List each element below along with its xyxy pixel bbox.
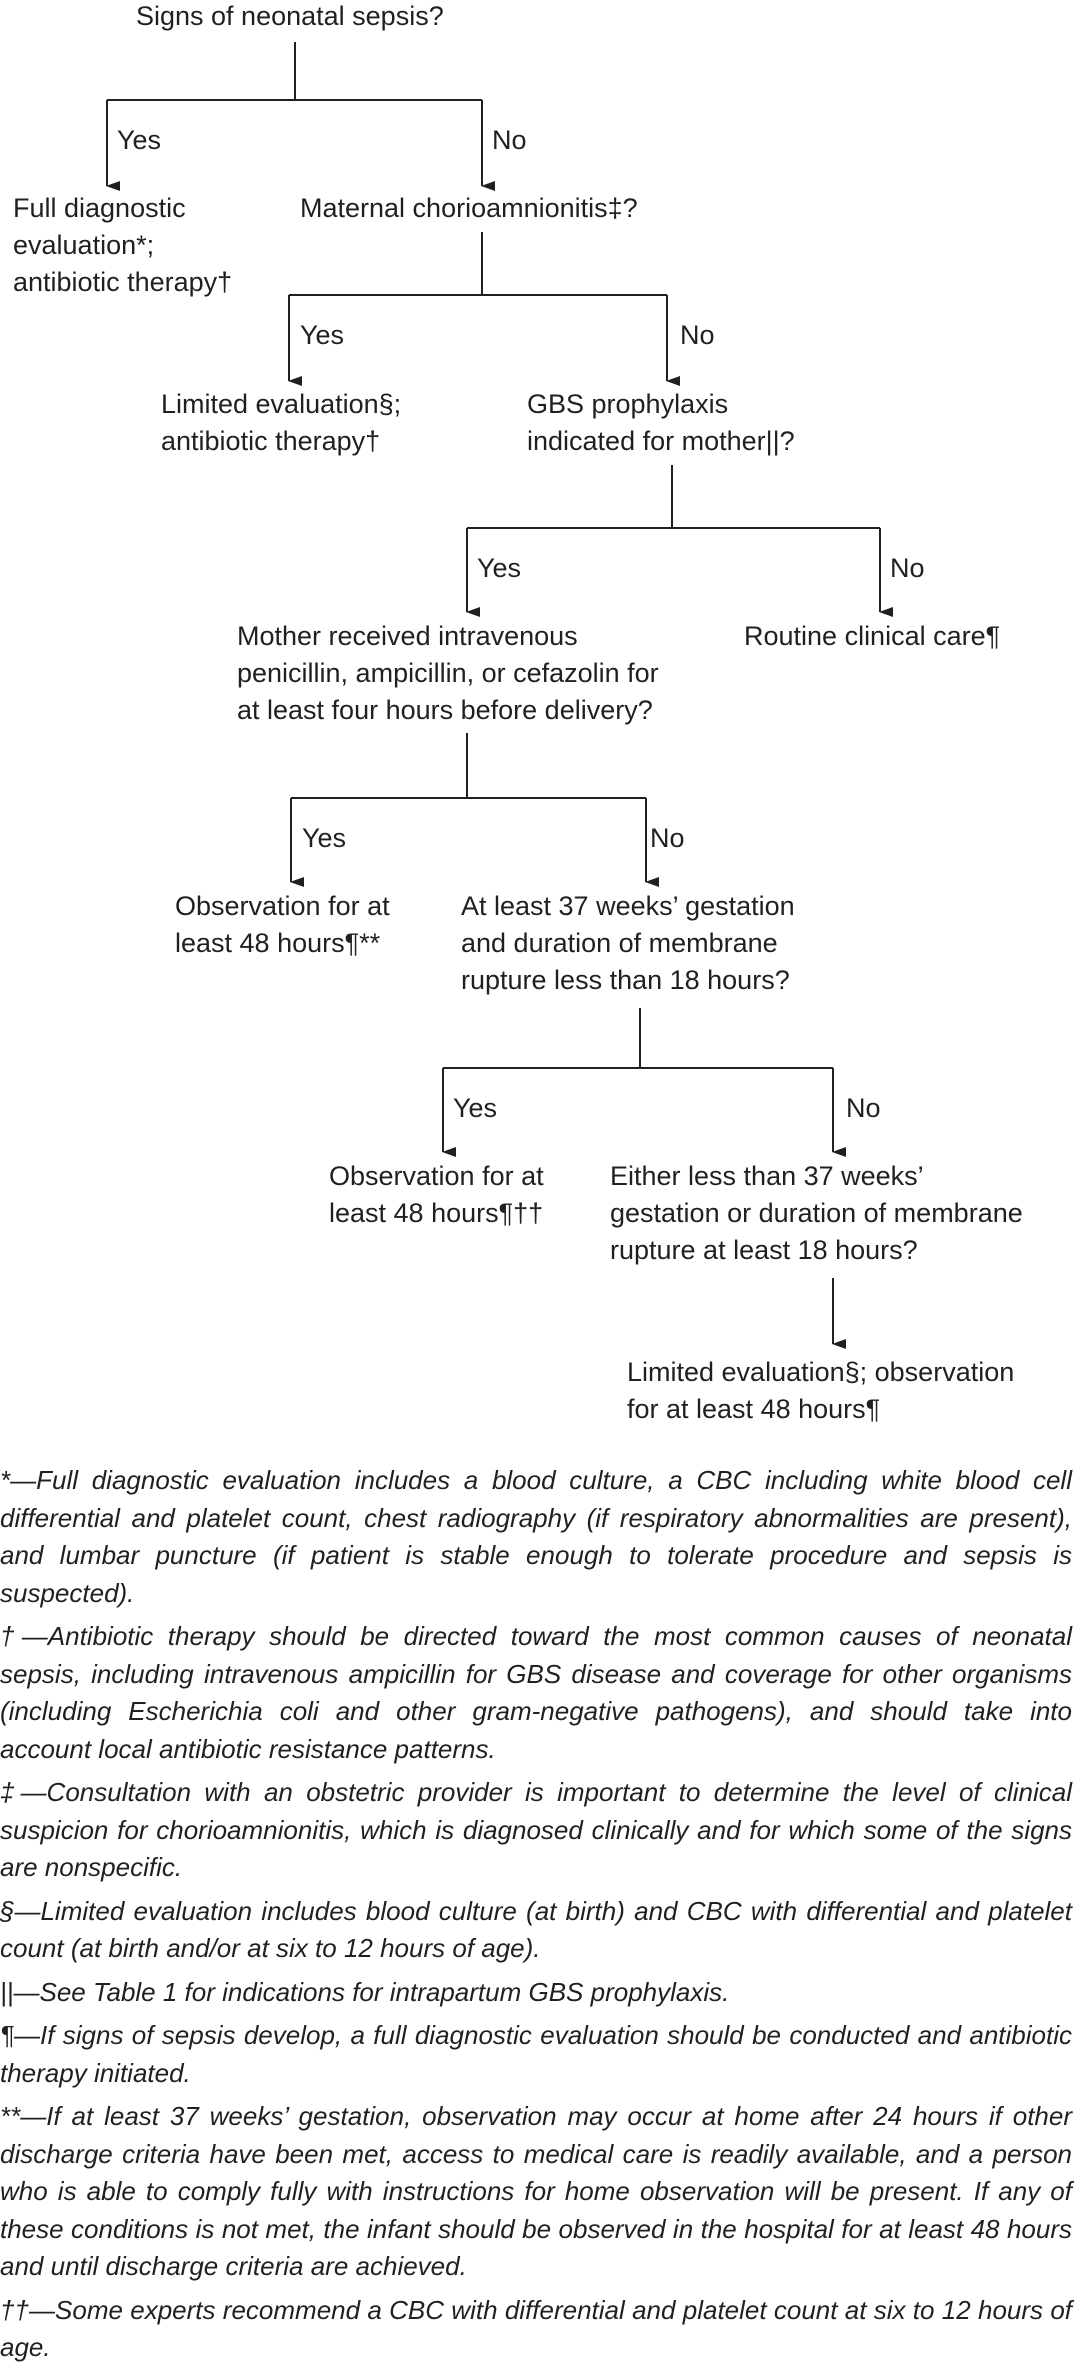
edge-label-yes: Yes <box>453 1093 498 1123</box>
node-37-weeks-gestation-question: At least 37 weeks’ gestation and duratio… <box>461 891 795 995</box>
footnote-chorioamnionitis: ‡—Consultation with an obstetric provide… <box>0 1777 1072 1882</box>
connector-iv <box>291 733 646 799</box>
footnotes: *—Full diagnostic evaluation includes a … <box>0 1462 1072 2373</box>
node-full-diagnostic-evaluation: Full diagnostic evaluation*; antibiotic … <box>13 193 233 297</box>
footnote-home-observation: **—If at least 37 weeks’ gestation, obse… <box>0 2101 1072 2281</box>
edge-label-no: No <box>846 1093 881 1123</box>
node-observation-48h-first: Observation for at least 48 hours¶** <box>175 891 390 958</box>
connector-chorio <box>289 232 667 296</box>
connector-sepsis <box>107 42 482 101</box>
node-mother-received-iv-antibiotics: Mother received intravenous penicillin, … <box>237 621 659 725</box>
footnote-signs-of-sepsis: ¶—If signs of sepsis develop, a full dia… <box>0 2020 1072 2088</box>
node-limited-evaluation-observation: Limited evaluation§; observation for at … <box>627 1357 1015 1424</box>
flowchart-connectors <box>106 42 893 1349</box>
node-routine-clinical-care: Routine clinical care¶ <box>744 621 1001 651</box>
footnote-antibiotic-therapy: †—Antibiotic therapy should be directed … <box>0 1621 1072 1764</box>
edge-label-no: No <box>492 125 527 155</box>
edge-label-yes: Yes <box>302 823 347 853</box>
flowchart: Signs of neonatal sepsis? Full diagnosti… <box>13 1 1023 1424</box>
edge-label-yes: Yes <box>117 125 162 155</box>
edge-label-yes: Yes <box>300 320 345 350</box>
node-maternal-chorioamnionitis: Maternal chorioamnionitis‡? <box>300 193 638 223</box>
edge-label-no: No <box>680 320 715 350</box>
footnote-gbs-prophylaxis: ||—See Table 1 for indications for intra… <box>0 1976 730 2007</box>
footnote-full-diagnostic-evaluation: *—Full diagnostic evaluation includes a … <box>0 1465 1072 1608</box>
footnote-limited-evaluation: §—Limited evaluation includes blood cult… <box>0 1895 1072 1964</box>
node-less-than-37-weeks-question: Either less than 37 weeks’ gestation or … <box>610 1161 1023 1265</box>
edge-label-yes: Yes <box>477 553 522 583</box>
edge-label-no: No <box>650 823 685 853</box>
connector-gbs <box>467 465 880 529</box>
connector-37wk <box>443 1008 833 1069</box>
edge-label-no: No <box>890 553 925 583</box>
node-signs-of-sepsis: Signs of neonatal sepsis? <box>136 1 444 31</box>
node-observation-48h-second: Observation for at least 48 hours¶†† <box>329 1161 544 1228</box>
node-gbs-prophylaxis-indicated: GBS prophylaxis indicated for mother||? <box>527 389 795 456</box>
footnote-cbc-recommendation: ††—Some experts recommend a CBC with dif… <box>0 2294 1072 2363</box>
node-limited-evaluation-antibiotics: Limited evaluation§; antibiotic therapy† <box>161 389 402 456</box>
